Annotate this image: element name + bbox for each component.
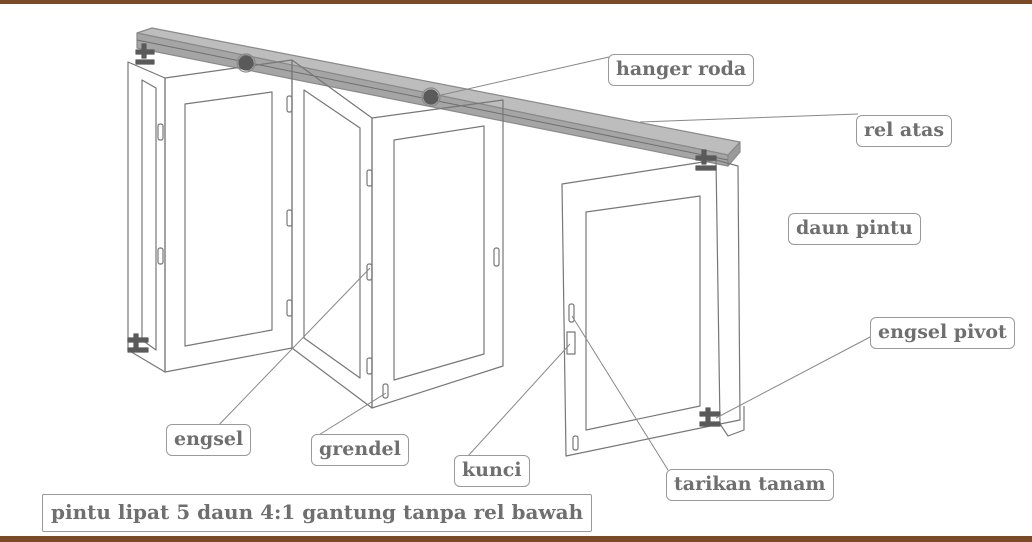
pivot-bracket-bottom-right [699,407,721,427]
label-rel-atas: rel atas [856,115,953,147]
pivot-bracket-top-left [135,43,155,65]
door-leaf-1 [127,61,166,373]
label-engsel: engsel [166,424,252,456]
top-frame-band [0,0,1032,4]
caption-box: pintu lipat 5 daun 4:1 gantung tanpa rel… [42,494,593,532]
label-daun-pintu: daun pintu [788,213,921,245]
bottom-frame-band [0,536,1032,542]
door-leaf-3 [291,59,373,409]
label-engsel-pivot: engsel pivot [870,317,1015,349]
hanger-wheel-2 [421,87,441,107]
door-leaf-2 [164,59,293,373]
leader-hanger-roda [436,56,610,97]
leader-grendel [313,392,387,439]
leader-rel-atas [639,113,859,123]
label-tarikan-tanam: tarikan tanam [666,469,834,501]
leader-kunci [467,343,571,457]
door-leaf-4 [371,99,504,409]
label-kunci: kunci [454,455,530,487]
leader-lines [213,56,873,471]
pivot-bracket-bottom-left [127,333,149,353]
label-grendel: grendel [311,434,409,466]
pivot-bracket-top-right [695,149,717,171]
label-hanger-roda: hanger roda [608,54,755,86]
leader-engsel-pivot [715,335,873,419]
leader-engsel [213,267,371,431]
hanger-wheel-1 [236,53,256,73]
leader-tarikan-tanam [571,315,669,471]
